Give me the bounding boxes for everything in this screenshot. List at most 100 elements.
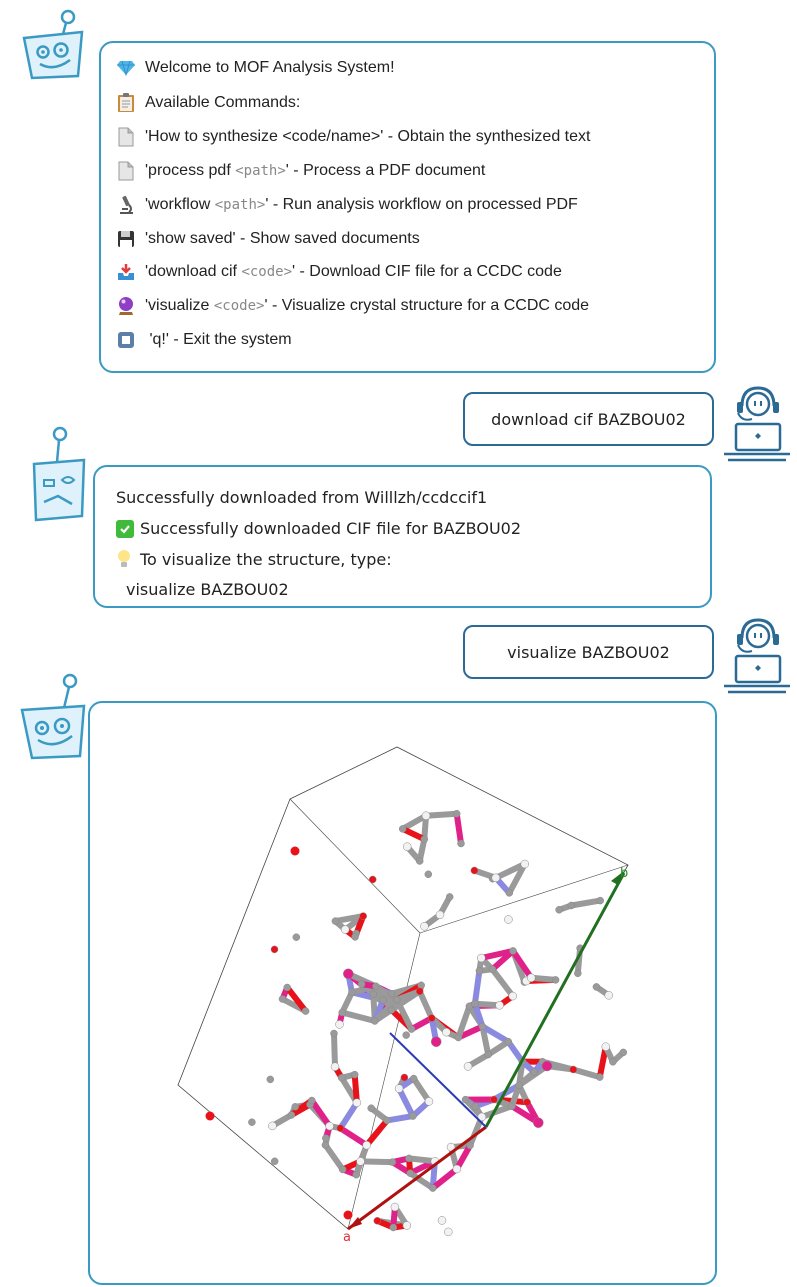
bond (510, 947, 535, 981)
bond (363, 1117, 391, 1149)
atom (504, 1037, 513, 1046)
atom (515, 1081, 523, 1090)
atom (338, 1008, 346, 1017)
atom (508, 1102, 516, 1110)
bond (284, 984, 309, 1015)
bond (416, 988, 435, 1022)
atom (495, 1001, 504, 1010)
gem-icon (115, 57, 137, 79)
atom (301, 1007, 310, 1015)
atom (619, 1048, 628, 1057)
clipboard-icon (115, 92, 137, 114)
atom (471, 1102, 480, 1111)
atom (424, 1097, 434, 1106)
atom (596, 1073, 604, 1081)
bond (478, 1103, 515, 1120)
bond (396, 1085, 416, 1120)
bond (423, 810, 460, 819)
atom (604, 991, 614, 1000)
check-mark-icon (116, 519, 134, 538)
atom (330, 1062, 340, 1071)
robot-icon (32, 426, 86, 522)
download-response-message: Successfully downloaded from Willlzh/ccd… (93, 465, 712, 608)
bot-avatar (18, 672, 90, 762)
atom (350, 1070, 359, 1079)
atom (551, 976, 560, 984)
atom (373, 1217, 382, 1225)
cell-axes (347, 871, 626, 1231)
atom (452, 809, 461, 818)
bond (471, 1000, 486, 1030)
atom (400, 1073, 409, 1082)
atom (270, 945, 279, 954)
atom (387, 1006, 396, 1014)
bond (492, 861, 528, 881)
user-message: download cif BAZBOU02 (463, 392, 714, 446)
response-line: To visualize the structure, type: (116, 549, 392, 569)
atom (287, 1111, 296, 1119)
stop-button-icon (115, 329, 137, 351)
bond (339, 1009, 378, 1024)
response-line: visualize BAZBOU02 (126, 580, 289, 599)
unit-cell-edge (419, 864, 629, 934)
atom (429, 1184, 437, 1192)
atom (336, 1124, 345, 1132)
structure-viewer-message: a b (88, 701, 717, 1285)
atom (491, 873, 501, 883)
atom (343, 1210, 353, 1220)
axis-a (347, 1125, 487, 1231)
crystal-ball-icon (115, 295, 137, 317)
atom (601, 1042, 611, 1051)
bond (453, 810, 464, 847)
axis-a-arrowhead (348, 1217, 362, 1229)
user-avatar (720, 614, 792, 696)
atom (461, 1095, 470, 1104)
axis-b (484, 872, 626, 1128)
response-line: Successfully downloaded CIF file for BAZ… (116, 519, 521, 538)
atom (574, 969, 582, 978)
atom (398, 825, 407, 833)
atom (427, 1014, 436, 1022)
bond (471, 967, 483, 1007)
atom (379, 996, 387, 1004)
atom (335, 1020, 344, 1029)
atom (337, 1074, 346, 1082)
atom (278, 995, 287, 1003)
molecule-atoms (205, 809, 628, 1237)
bond (322, 1142, 346, 1173)
atom (325, 1121, 334, 1131)
bond (399, 825, 428, 843)
crystal-structure-viewer[interactable]: a b (90, 703, 714, 1283)
bond (516, 1063, 550, 1089)
atom (390, 1202, 400, 1212)
bond (455, 1023, 486, 1041)
light-bulb-icon (116, 549, 134, 569)
atom (437, 1216, 447, 1225)
user-avatar (720, 382, 792, 464)
atom (356, 1157, 365, 1166)
atom (430, 1036, 442, 1047)
atom (407, 1025, 416, 1033)
atom (367, 1104, 375, 1112)
atom (291, 1103, 299, 1111)
atom (592, 983, 601, 991)
document-icon (115, 160, 137, 182)
atom (490, 1095, 498, 1104)
atom (509, 947, 517, 955)
atom (445, 893, 454, 901)
atom (372, 982, 380, 991)
atom (292, 933, 301, 941)
atom (351, 933, 359, 941)
welcome-line: Welcome to MOF Analysis System! (115, 56, 395, 80)
command-workflow: 'workflow <path>' - Run analysis workflo… (115, 193, 578, 217)
atom (362, 1140, 371, 1150)
atom (504, 915, 513, 924)
atom (477, 953, 486, 963)
axis-a-label: a (343, 1230, 351, 1245)
atom (505, 889, 514, 897)
bond (455, 1003, 473, 1041)
atom (402, 1221, 412, 1230)
atom (520, 859, 530, 869)
atom (388, 1158, 397, 1166)
atom (402, 842, 412, 851)
